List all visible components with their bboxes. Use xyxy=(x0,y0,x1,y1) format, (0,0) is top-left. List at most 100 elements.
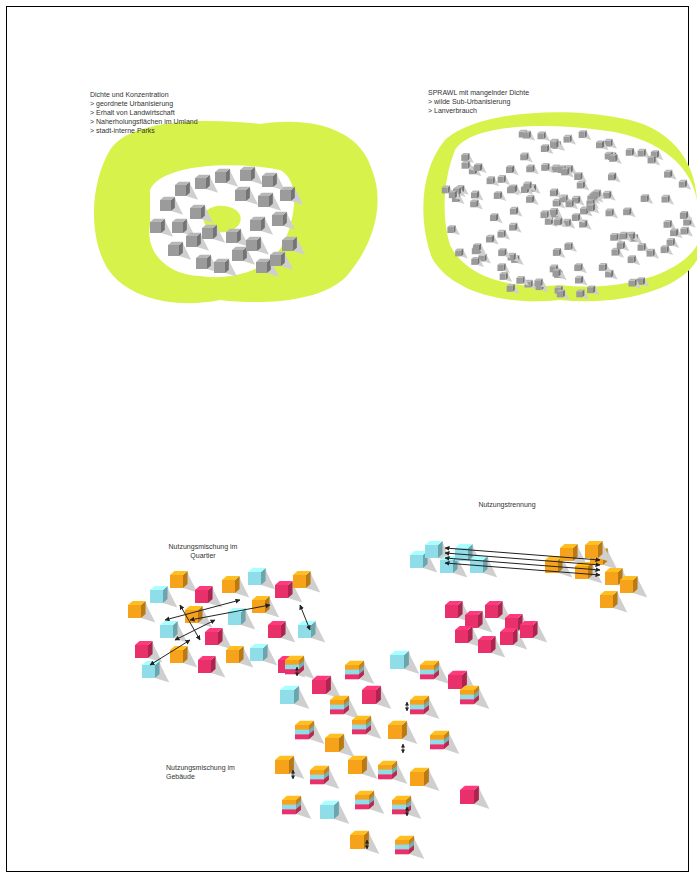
cube-shadow xyxy=(299,656,314,679)
cube-front xyxy=(553,200,559,206)
cube-front xyxy=(661,247,667,253)
cube-top xyxy=(579,130,587,132)
cube-front xyxy=(362,690,376,704)
cube-front xyxy=(550,210,556,216)
cube-shadow xyxy=(614,173,621,183)
cube-front xyxy=(608,174,614,180)
cube-front xyxy=(561,169,567,175)
arrow-line xyxy=(367,840,368,849)
cube-shadow xyxy=(599,190,606,200)
cube-top xyxy=(461,153,469,155)
cube-top xyxy=(350,831,369,835)
cube-shadow xyxy=(311,621,325,642)
cube-front xyxy=(494,193,500,199)
cube-front xyxy=(552,271,558,277)
cube-top xyxy=(523,131,531,133)
cube-top xyxy=(510,207,518,209)
cube-top xyxy=(553,248,561,250)
cube-layer xyxy=(424,705,429,714)
cube-shadow xyxy=(265,596,279,617)
cube-top xyxy=(246,237,261,240)
arrow-line xyxy=(445,553,600,565)
cube-shadow xyxy=(362,756,377,779)
arrow-line xyxy=(407,702,408,711)
cube-shadow xyxy=(479,243,486,253)
cube-shadow xyxy=(251,167,263,185)
cube-front xyxy=(150,222,161,233)
cube-shadow xyxy=(161,219,173,237)
cube-front xyxy=(520,154,526,160)
cube-front xyxy=(680,213,686,219)
cube-top xyxy=(250,217,265,220)
cube-top xyxy=(680,227,688,229)
cube-top xyxy=(240,167,255,170)
cube-shadow xyxy=(281,252,293,270)
cube-shadow xyxy=(602,140,609,150)
cube-top xyxy=(550,208,558,210)
cube-shadow xyxy=(623,241,630,251)
cube-shadow xyxy=(500,191,507,201)
cube-front xyxy=(262,176,273,187)
cube-front xyxy=(461,155,467,161)
cube-front xyxy=(270,255,281,266)
cube-shadow xyxy=(654,156,661,166)
cube-layer xyxy=(378,770,392,775)
cube-layer xyxy=(299,665,304,674)
cube-top xyxy=(198,656,216,660)
cube-top xyxy=(617,241,625,243)
cube-front xyxy=(150,590,163,603)
cube-shadow xyxy=(213,225,225,243)
cube-shadow xyxy=(647,194,654,204)
cube-layer xyxy=(366,725,371,734)
cube-top xyxy=(498,248,506,250)
cube-shadow xyxy=(570,135,577,145)
cube-front xyxy=(638,151,644,157)
cube-front xyxy=(471,259,477,265)
cube-front xyxy=(497,265,503,271)
cube-front xyxy=(214,262,225,273)
cube-front xyxy=(541,165,547,171)
cube-top xyxy=(550,265,558,267)
cube-top xyxy=(185,606,203,610)
cube-front xyxy=(667,240,673,246)
cube-front xyxy=(293,575,306,588)
cube-top xyxy=(554,218,562,220)
cube-shadow xyxy=(532,195,539,205)
cube-layer xyxy=(324,775,329,784)
cube-shadow xyxy=(593,204,600,214)
cube-top xyxy=(637,277,645,279)
cube-shadow xyxy=(503,263,510,273)
cube-top xyxy=(670,228,678,230)
cube-top xyxy=(507,284,515,286)
cube-top xyxy=(661,195,669,197)
cube-layer xyxy=(392,809,406,814)
cube-shadow xyxy=(634,279,641,289)
cube-shadow xyxy=(163,586,177,607)
cube-front xyxy=(448,675,462,689)
cube-top xyxy=(420,661,439,665)
cube-top xyxy=(638,243,646,245)
cube-shadow xyxy=(208,586,222,607)
cube-top xyxy=(196,255,211,258)
cube-front xyxy=(572,215,578,221)
cube-shadow xyxy=(556,208,563,218)
cube-shadow xyxy=(474,686,489,709)
cube-shadow xyxy=(402,721,417,744)
cube-front xyxy=(648,157,654,163)
cube-shadow xyxy=(289,756,304,779)
cube-top xyxy=(564,135,572,137)
cube-top xyxy=(195,586,213,590)
cube-top xyxy=(576,290,584,292)
cube-front xyxy=(576,291,582,297)
cube-top xyxy=(378,761,397,765)
cube-shadow xyxy=(615,154,622,164)
cube-front xyxy=(487,178,493,184)
cube-front xyxy=(256,262,267,273)
cube-front xyxy=(507,286,513,292)
cube-top xyxy=(585,541,603,545)
cube-shadow xyxy=(583,181,590,191)
cube-top xyxy=(494,191,502,193)
cube-front xyxy=(246,240,257,251)
cube-shadow xyxy=(578,196,585,206)
cube-layer xyxy=(420,674,434,679)
